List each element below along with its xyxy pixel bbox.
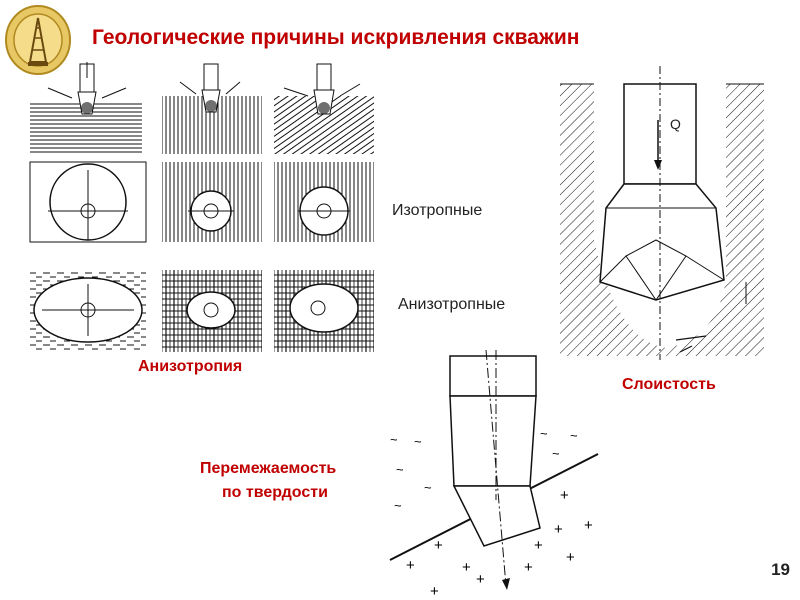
svg-text:+: + — [430, 583, 439, 600]
svg-text:+: + — [524, 559, 533, 576]
layering-diagram — [560, 66, 764, 360]
svg-text:~: ~ — [552, 446, 560, 461]
svg-text:~: ~ — [424, 480, 432, 495]
panel-isotropic-bit — [30, 62, 142, 154]
panel-vertical-bit — [162, 63, 262, 154]
panel-anisotropic-section-2 — [162, 270, 262, 352]
alternation-caption-line2: по твердости — [222, 484, 328, 501]
svg-text:+: + — [462, 559, 471, 576]
panel-anisotropic-section-3 — [274, 270, 374, 352]
panel-inclined-bit — [274, 63, 374, 154]
svg-text:+: + — [434, 537, 443, 554]
panel-anisotropic-section-1 — [30, 272, 146, 352]
svg-text:+: + — [534, 537, 543, 554]
svg-text:~: ~ — [540, 426, 548, 441]
svg-text:+: + — [566, 549, 575, 566]
svg-text:~: ~ — [570, 428, 578, 443]
svg-text:+: + — [560, 487, 569, 504]
svg-text:~: ~ — [396, 462, 404, 477]
svg-text:+: + — [406, 557, 415, 574]
university-emblem-icon — [5, 5, 71, 75]
anisotropy-diagram-grid — [29, 62, 374, 352]
svg-text:~: ~ — [390, 432, 398, 447]
slide-title: Геологические причины искривления скважи… — [92, 26, 580, 49]
anisotropic-label: Анизотропные — [398, 296, 506, 313]
anisotropy-caption: Анизотропия — [138, 358, 243, 375]
isotropic-label: Изотропные — [392, 202, 483, 219]
panel-isotropic-section-2 — [162, 162, 262, 242]
svg-text:+: + — [476, 571, 485, 588]
alternation-diagram: ~ ~ ~ ~ ~ ~ ~ ~ + + + + + + + + + + + — [389, 350, 599, 600]
panel-isotropic-section-1 — [29, 161, 147, 243]
page-number: 19 — [771, 560, 790, 579]
svg-text:+: + — [584, 517, 593, 534]
svg-text:~: ~ — [414, 434, 422, 449]
alternation-caption-line1: Перемежаемость — [200, 460, 337, 477]
force-q-label: Q — [670, 116, 681, 132]
layering-caption: Слоистость — [622, 376, 716, 393]
svg-text:~: ~ — [394, 498, 402, 513]
svg-text:+: + — [554, 521, 563, 538]
panel-isotropic-section-3 — [274, 162, 374, 242]
